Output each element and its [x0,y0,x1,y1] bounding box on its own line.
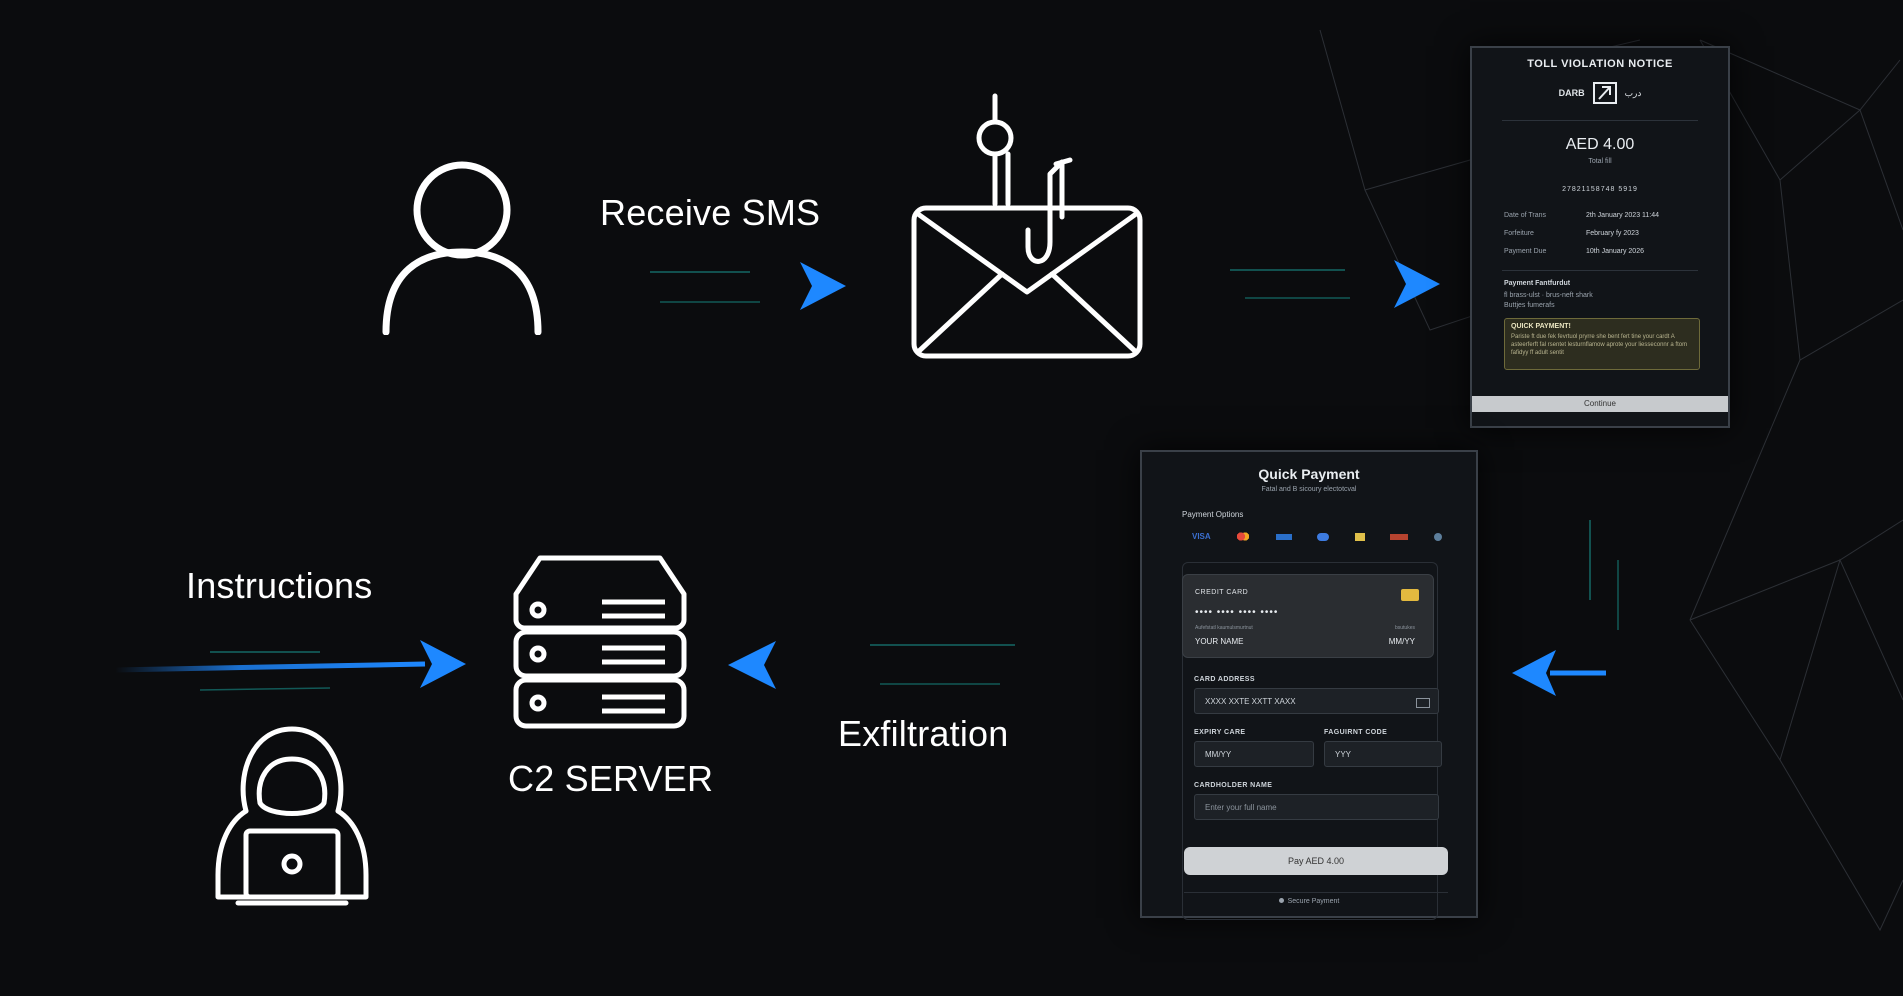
label-c2-server: C2 SERVER [508,758,714,799]
card-label: CREDIT CARD [1195,589,1249,596]
card-chip-icon [1401,589,1419,601]
payment-method-icons: VISA [1192,532,1442,541]
cvv-label: FAGUIRNT CODE [1324,729,1388,736]
pay-button[interactable]: Pay AED 4.00 [1184,847,1448,875]
card-scan-icon[interactable] [1416,698,1430,708]
user-icon [382,161,542,335]
darb-logo-icon [1592,82,1617,104]
arrow-receive-sms [585,262,846,310]
warning-text: Pariste ft due fek fevrtuol pryrre she b… [1511,334,1688,356]
credit-card-preview: CREDIT CARD •••• •••• •••• •••• Aufefsta… [1182,574,1434,658]
expiry-label: EXPIRY CARE [1194,729,1246,736]
payment-options-label: Payment Options [1182,510,1244,519]
card-expiry: MM/YY [1388,637,1415,646]
card-number: •••• •••• •••• •••• [1195,607,1279,618]
card-small-left: Aufefstatl kaumulsmurtnut [1195,625,1253,631]
quick-payment-warning: QUICK PAYMENT! Pariste ft due fek fevrtu… [1504,318,1700,370]
reference-number: 27821158748 5919 [1562,186,1638,193]
brand-name-arabic: درب [1624,87,1642,98]
toll-notice-title: TOLL VIOLATION NOTICE [1527,58,1673,70]
brand-name: DARB [1558,88,1585,98]
section-title: Payment Fantfurdut [1504,280,1571,287]
arrow-to-quick-payment [1512,450,1619,696]
maestro-icon[interactable] [1317,532,1330,541]
label-instructions: Instructions [186,565,373,606]
section-line: Buttjes fumerafs [1504,302,1555,309]
amex-icon[interactable] [1275,533,1292,540]
cardholder-name-label: CARDHOLDER NAME [1194,782,1273,789]
card-holder-name: YOUR NAME [1195,637,1244,646]
mastercard-icon[interactable] [1236,532,1251,541]
card-small-right: bsutukes [1394,625,1415,631]
continue-button[interactable]: Continue [1472,396,1728,412]
warning-title: QUICK PAYMENT! [1511,323,1571,330]
section-line: fl brass-ulst · brus-neft shark [1504,292,1593,299]
label-exfiltration: Exfiltration [838,713,1009,754]
toll-brand: DARB درب [1472,82,1728,104]
card-icon[interactable] [1354,532,1365,541]
divider [1502,120,1698,121]
toll-amount: AED 4.00 [1565,136,1635,153]
quick-payment-screen: Quick Payment Fatal and B sicoury electo… [1140,450,1478,920]
cvv-field[interactable]: YYY [1324,741,1442,767]
cardholder-name-field[interactable]: Enter your full name [1194,794,1439,820]
arrow-exfiltration [728,641,1105,689]
label-receive-sms: Receive SMS [600,192,821,233]
server-icon [513,555,687,729]
card-address-field[interactable]: XXXX XXTE XXTT XAXX [1194,688,1439,714]
divider [1502,270,1698,271]
globe-icon[interactable] [1433,532,1442,541]
visa-icon[interactable]: VISA [1192,532,1211,541]
lock-icon [1278,898,1284,903]
quick-payment-title: Quick Payment [1258,466,1360,482]
divider [1184,892,1448,893]
toll-violation-notice-screen: TOLL VIOLATION NOTICE DARB درب AED 4.00 … [1470,46,1730,428]
arrow-to-toll-notice [1180,260,1440,308]
arrow-instructions [114,640,466,691]
phishing-envelope-icon [911,93,1143,359]
discover-icon[interactable] [1390,533,1409,540]
quick-payment-subtitle: Fatal and B sicoury electotcval [1261,486,1357,493]
toll-amount-sub: Total fill [1588,158,1612,165]
secure-payment-label: Secure Payment [1142,898,1476,905]
hacker-icon [215,726,369,906]
card-address-label: CARD ADDRESS [1194,676,1255,683]
expiry-field[interactable]: MM/YY [1194,741,1314,767]
